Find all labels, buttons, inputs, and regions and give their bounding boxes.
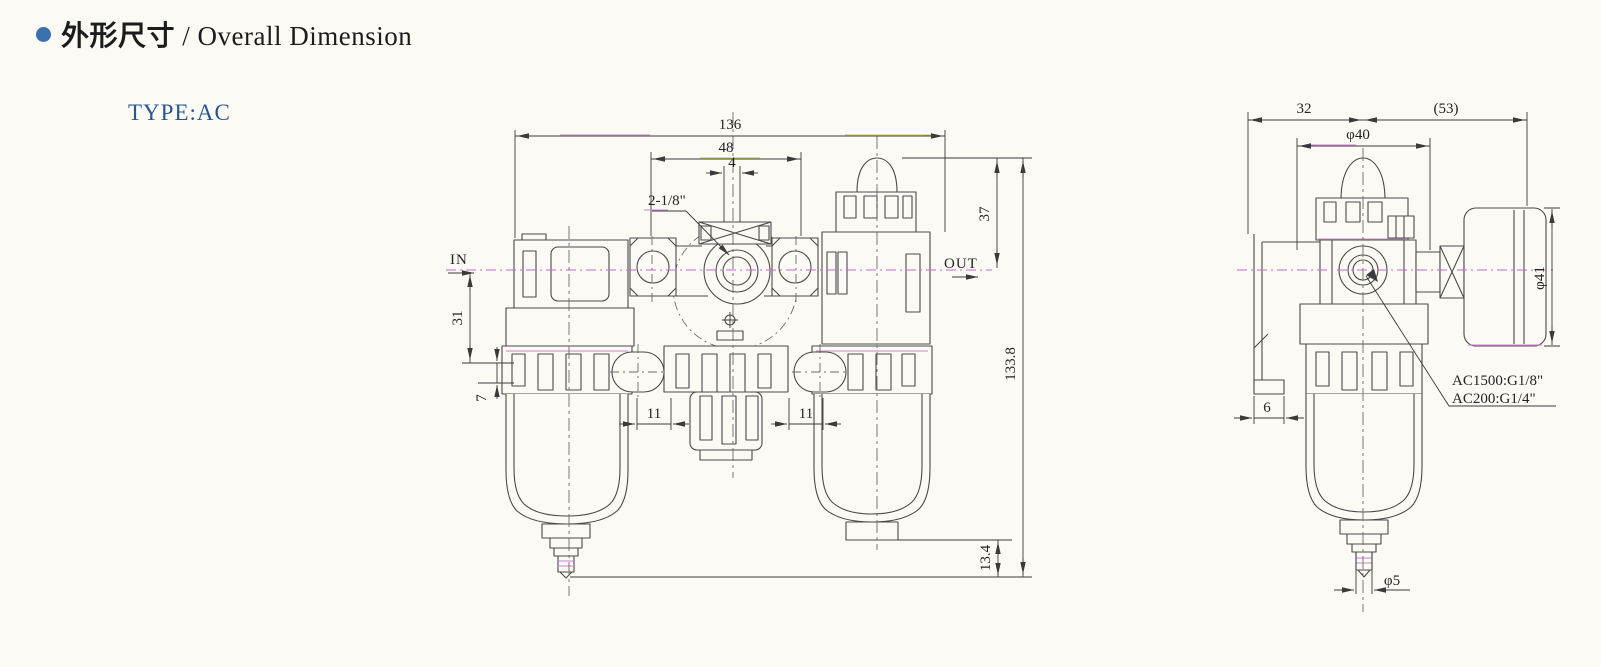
filter-collar bbox=[505, 307, 635, 347]
page-title-text: 外形尺寸 / Overall Dimension bbox=[61, 14, 412, 54]
port-block-left bbox=[629, 237, 677, 297]
port-note-line2: AC200:G1/4" bbox=[1452, 391, 1536, 407]
side-drain-tip bbox=[1357, 569, 1371, 578]
side-bowl bbox=[1305, 394, 1423, 578]
page-title: 外形尺寸 / Overall Dimension bbox=[36, 14, 412, 54]
dim-drain-diameter: φ5 bbox=[1334, 552, 1410, 594]
lubricator-dome bbox=[856, 157, 898, 193]
lubricator-cap bbox=[835, 191, 917, 235]
front-centerlines bbox=[446, 112, 992, 596]
pressure-gauge bbox=[1415, 207, 1547, 347]
leader-arrowhead bbox=[1366, 269, 1378, 282]
dim-port-offset: 4 bbox=[706, 155, 758, 176]
dim-knob-diameter: φ40 bbox=[1296, 127, 1431, 250]
dim-overall-width-label: 136 bbox=[719, 117, 742, 133]
filter-retainer-band bbox=[501, 345, 633, 395]
lubricator-sight-slot bbox=[905, 253, 921, 313]
side-view: 32 (53) φ40 bbox=[1234, 101, 1560, 612]
dim-ear-left-label: 11 bbox=[647, 406, 661, 422]
port-note-line1: AC1500:G1/8" bbox=[1452, 373, 1543, 389]
side-collar bbox=[1299, 303, 1429, 345]
mount-bracket bbox=[1253, 234, 1320, 395]
dim-drain-length-label: 13.4 bbox=[978, 544, 994, 571]
side-retainer-band bbox=[1305, 343, 1423, 395]
title-en: Overall Dimension bbox=[197, 21, 413, 51]
port-thread-callout: 2-1/8" bbox=[644, 193, 730, 256]
dim-center-to-bracket-label: 31 bbox=[450, 311, 466, 326]
gauge-body bbox=[1463, 207, 1547, 347]
dim-gauge-depth-label: (53) bbox=[1434, 101, 1459, 117]
in-label: IN bbox=[450, 252, 468, 268]
type-label: TYPE:AC bbox=[128, 100, 231, 125]
dim-ear-right: 11 bbox=[771, 398, 841, 430]
dim-bracket-width-label: 6 bbox=[1263, 400, 1271, 416]
regulator-body bbox=[698, 166, 772, 341]
front-body bbox=[501, 157, 933, 579]
side-centerlines bbox=[1237, 148, 1554, 612]
title-divider: / bbox=[182, 21, 191, 51]
regulator-adjust-knob bbox=[689, 391, 763, 461]
port-block-right bbox=[771, 237, 819, 297]
dim-center-to-top: 37 bbox=[977, 158, 1000, 268]
side-tab bbox=[1387, 215, 1415, 239]
filter-head-inner bbox=[550, 246, 610, 302]
dim-port-offset-label: 4 bbox=[728, 155, 736, 171]
drain-valve bbox=[541, 523, 591, 539]
dim-overall-height: 133.8 bbox=[1003, 158, 1026, 577]
port-thread-label: 2-1/8" bbox=[648, 193, 686, 209]
port-stem-lines bbox=[723, 166, 741, 222]
filter-head-notch bbox=[521, 233, 547, 240]
bullet-icon bbox=[36, 26, 51, 42]
lubricator-head bbox=[821, 157, 931, 345]
dim-drain-length: 13.4 bbox=[570, 539, 1032, 578]
dim-ear-left: 11 bbox=[619, 398, 689, 430]
dim-center-to-bracket: 31 bbox=[450, 272, 514, 364]
dim-center-to-top-label: 37 bbox=[977, 206, 993, 222]
lubricator-bowl bbox=[813, 394, 931, 541]
manifold-edges bbox=[676, 245, 772, 297]
side-body bbox=[1253, 157, 1547, 578]
dim-ear-right-label: 11 bbox=[799, 406, 813, 422]
out-label: OUT bbox=[944, 256, 978, 272]
filter-head bbox=[513, 239, 629, 309]
side-dimensions: 32 (53) φ40 bbox=[1234, 101, 1560, 594]
regulator-lock-tab bbox=[716, 330, 744, 341]
dim-overall-width: 136 bbox=[514, 117, 946, 238]
dim-body-depth: 32 bbox=[1247, 101, 1363, 234]
out-port-label: OUT bbox=[944, 256, 978, 280]
dim-body-depth-label: 32 bbox=[1297, 101, 1312, 117]
gauge-stem bbox=[1415, 251, 1441, 293]
lubricator-foot bbox=[845, 521, 899, 541]
dim-knob-diameter-label: φ40 bbox=[1346, 127, 1370, 143]
front-dimensions: 136 48 4 2-1 bbox=[448, 117, 1032, 578]
dim-gauge-diameter-label: φ41 bbox=[1532, 266, 1548, 290]
port-size-callout: AC1500:G1/8" AC200:G1/4" bbox=[1365, 269, 1556, 407]
side-body-block bbox=[1319, 239, 1417, 305]
regulator-retainer-band bbox=[663, 345, 789, 393]
title-zh: 外形尺寸 bbox=[61, 19, 176, 52]
dim-bracket-height: 7 bbox=[474, 347, 514, 402]
dim-bracket-height-label: 7 bbox=[474, 394, 490, 402]
dim-body-width: 48 bbox=[650, 140, 802, 236]
dim-bracket-width: 6 bbox=[1234, 396, 1304, 424]
dim-gauge-depth: (53) bbox=[1363, 101, 1528, 206]
filter-head-slot bbox=[522, 250, 537, 298]
dim-drain-diameter-label: φ5 bbox=[1384, 573, 1400, 589]
dim-overall-height-label: 133.8 bbox=[1003, 347, 1019, 381]
dim-gauge-diameter: φ41 bbox=[1532, 207, 1560, 347]
filter-bowl bbox=[505, 394, 629, 579]
dim-body-width-label: 48 bbox=[719, 140, 734, 156]
front-view: 136 48 4 2-1 bbox=[446, 112, 1032, 596]
lubricator-body bbox=[821, 231, 931, 345]
